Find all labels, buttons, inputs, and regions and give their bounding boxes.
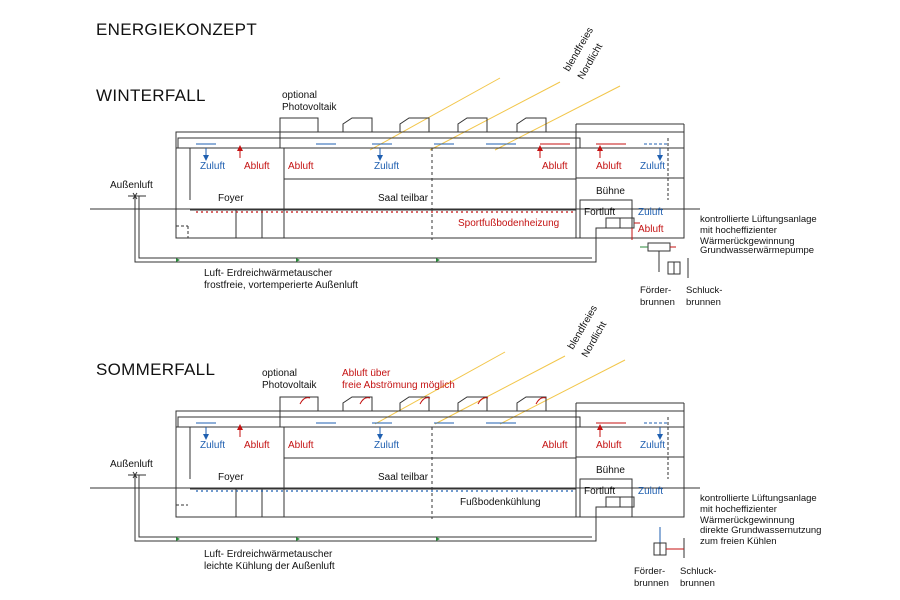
summer-abluft-saal-1: Abluft xyxy=(288,440,314,451)
summer-ventilation-5: zum freien Kühlen xyxy=(700,536,777,547)
winter-ventilation-3: Wärmerückgewinnung xyxy=(700,236,795,247)
winter-exhaust-ducts xyxy=(237,143,626,158)
winter-aussenluft: Außenluft xyxy=(110,180,153,191)
summer-pv-label-1: optional xyxy=(262,368,298,379)
winter-sun-rays xyxy=(369,77,621,151)
summer-section xyxy=(90,351,700,558)
winter-abluft-saal-1: Abluft xyxy=(288,161,314,172)
summer-zuluft-buehne: Zuluft xyxy=(640,440,666,451)
winter-section xyxy=(90,77,700,278)
winter-zuluft-hrv: Zuluft xyxy=(638,207,664,218)
winter-exchanger-2: frostfreie, vortemperierte Außenluft xyxy=(204,280,358,291)
winter-zuluft-buehne: Zuluft xyxy=(640,161,666,172)
summer-ventilation-2: mit hocheffizienter xyxy=(700,504,777,515)
summer-foerder-1: Förder- xyxy=(634,566,666,577)
summer-abluft-saal-2: Abluft xyxy=(542,440,568,451)
winter-building xyxy=(175,117,685,240)
winter-intake-icon xyxy=(128,192,146,200)
summer-ventilation-3: Wärmerückgewinnung xyxy=(700,515,795,526)
winter-foerder-2: brunnen xyxy=(640,297,675,308)
winter-pv-label-1: optional xyxy=(282,90,318,101)
summer-heading: SOMMERFALL xyxy=(96,360,216,379)
summer-intake-icon xyxy=(128,471,146,479)
summer-zuluft-foyer: Zuluft xyxy=(200,440,226,451)
summer-abluft-note-1: Abluft über xyxy=(342,368,391,379)
page-title: ENERGIEKONZEPT xyxy=(96,20,258,39)
winter-abluft-buehne: Abluft xyxy=(596,161,622,172)
winter-schluck-1: Schluck- xyxy=(686,285,723,296)
winter-pipe-arrows xyxy=(176,258,440,262)
winter-supply-ducts xyxy=(196,143,668,161)
summer-groundwater xyxy=(653,527,685,558)
summer-building xyxy=(175,396,685,519)
summer-abluft-note-2: freie Abströmung möglich xyxy=(342,380,455,391)
summer-abluft-buehne: Abluft xyxy=(596,440,622,451)
winter-buehne: Bühne xyxy=(596,186,625,197)
winter-floor-label: Sportfußbodenheizung xyxy=(458,218,560,229)
winter-exchanger-1: Luft- Erdreichwärmetauscher xyxy=(204,268,333,279)
winter-heading: WINTERFALL xyxy=(96,86,206,105)
summer-pv-label-2: Photovoltaik xyxy=(262,380,317,391)
winter-abluft-hrv: Abluft xyxy=(638,224,664,235)
summer-exchanger-1: Luft- Erdreichwärmetauscher xyxy=(204,549,333,560)
summer-zuluft-saal: Zuluft xyxy=(374,440,400,451)
summer-schluck-2: brunnen xyxy=(680,578,715,589)
summer-foerder-2: brunnen xyxy=(634,578,669,589)
summer-schluck-1: Schluck- xyxy=(680,566,717,577)
summer-zuluft-hrv: Zuluft xyxy=(638,486,664,497)
winter-foyer: Foyer xyxy=(218,193,244,204)
winter-hrv-unit xyxy=(605,217,640,240)
winter-fortluft: Fortluft xyxy=(584,207,616,218)
summer-sun-rays xyxy=(374,351,626,425)
winter-ventilation-4: Grundwasserwärmepumpe xyxy=(700,245,815,256)
summer-exchanger-2: leichte Kühlung der Außenluft xyxy=(204,561,335,572)
winter-abluft-foyer: Abluft xyxy=(244,161,270,172)
winter-ventilation-1: kontrollierte Lüftungsanlage xyxy=(700,214,817,225)
winter-saal: Saal teilbar xyxy=(378,193,429,204)
winter-zuluft-foyer: Zuluft xyxy=(200,161,226,172)
summer-foyer: Foyer xyxy=(218,472,244,483)
summer-supply-ducts xyxy=(196,422,668,440)
summer-ventilation-4: direkte Grundwassernutzung xyxy=(700,525,822,536)
summer-exhaust-ducts xyxy=(237,397,626,437)
summer-saal: Saal teilbar xyxy=(378,472,429,483)
winter-pv-label-2: Photovoltaik xyxy=(282,102,337,113)
summer-abluft-foyer: Abluft xyxy=(244,440,270,451)
summer-buehne: Bühne xyxy=(596,465,625,476)
summer-pipe-arrows xyxy=(176,537,440,541)
winter-heatpump xyxy=(640,242,689,278)
winter-foerder-1: Förder- xyxy=(640,285,672,296)
summer-ventilation-1: kontrollierte Lüftungsanlage xyxy=(700,493,817,504)
winter-earth-pipe xyxy=(134,196,610,263)
winter-abluft-saal-2: Abluft xyxy=(542,161,568,172)
winter-zuluft-saal: Zuluft xyxy=(374,161,400,172)
summer-fortluft: Fortluft xyxy=(584,486,616,497)
summer-earth-pipe xyxy=(134,475,610,542)
winter-schluck-2: brunnen xyxy=(686,297,721,308)
winter-ventilation-2: mit hocheffizienter xyxy=(700,225,777,236)
summer-aussenluft: Außenluft xyxy=(110,459,153,470)
summer-floor-label: Fußbodenkühlung xyxy=(460,497,541,508)
summer-hrv-unit xyxy=(605,496,635,508)
